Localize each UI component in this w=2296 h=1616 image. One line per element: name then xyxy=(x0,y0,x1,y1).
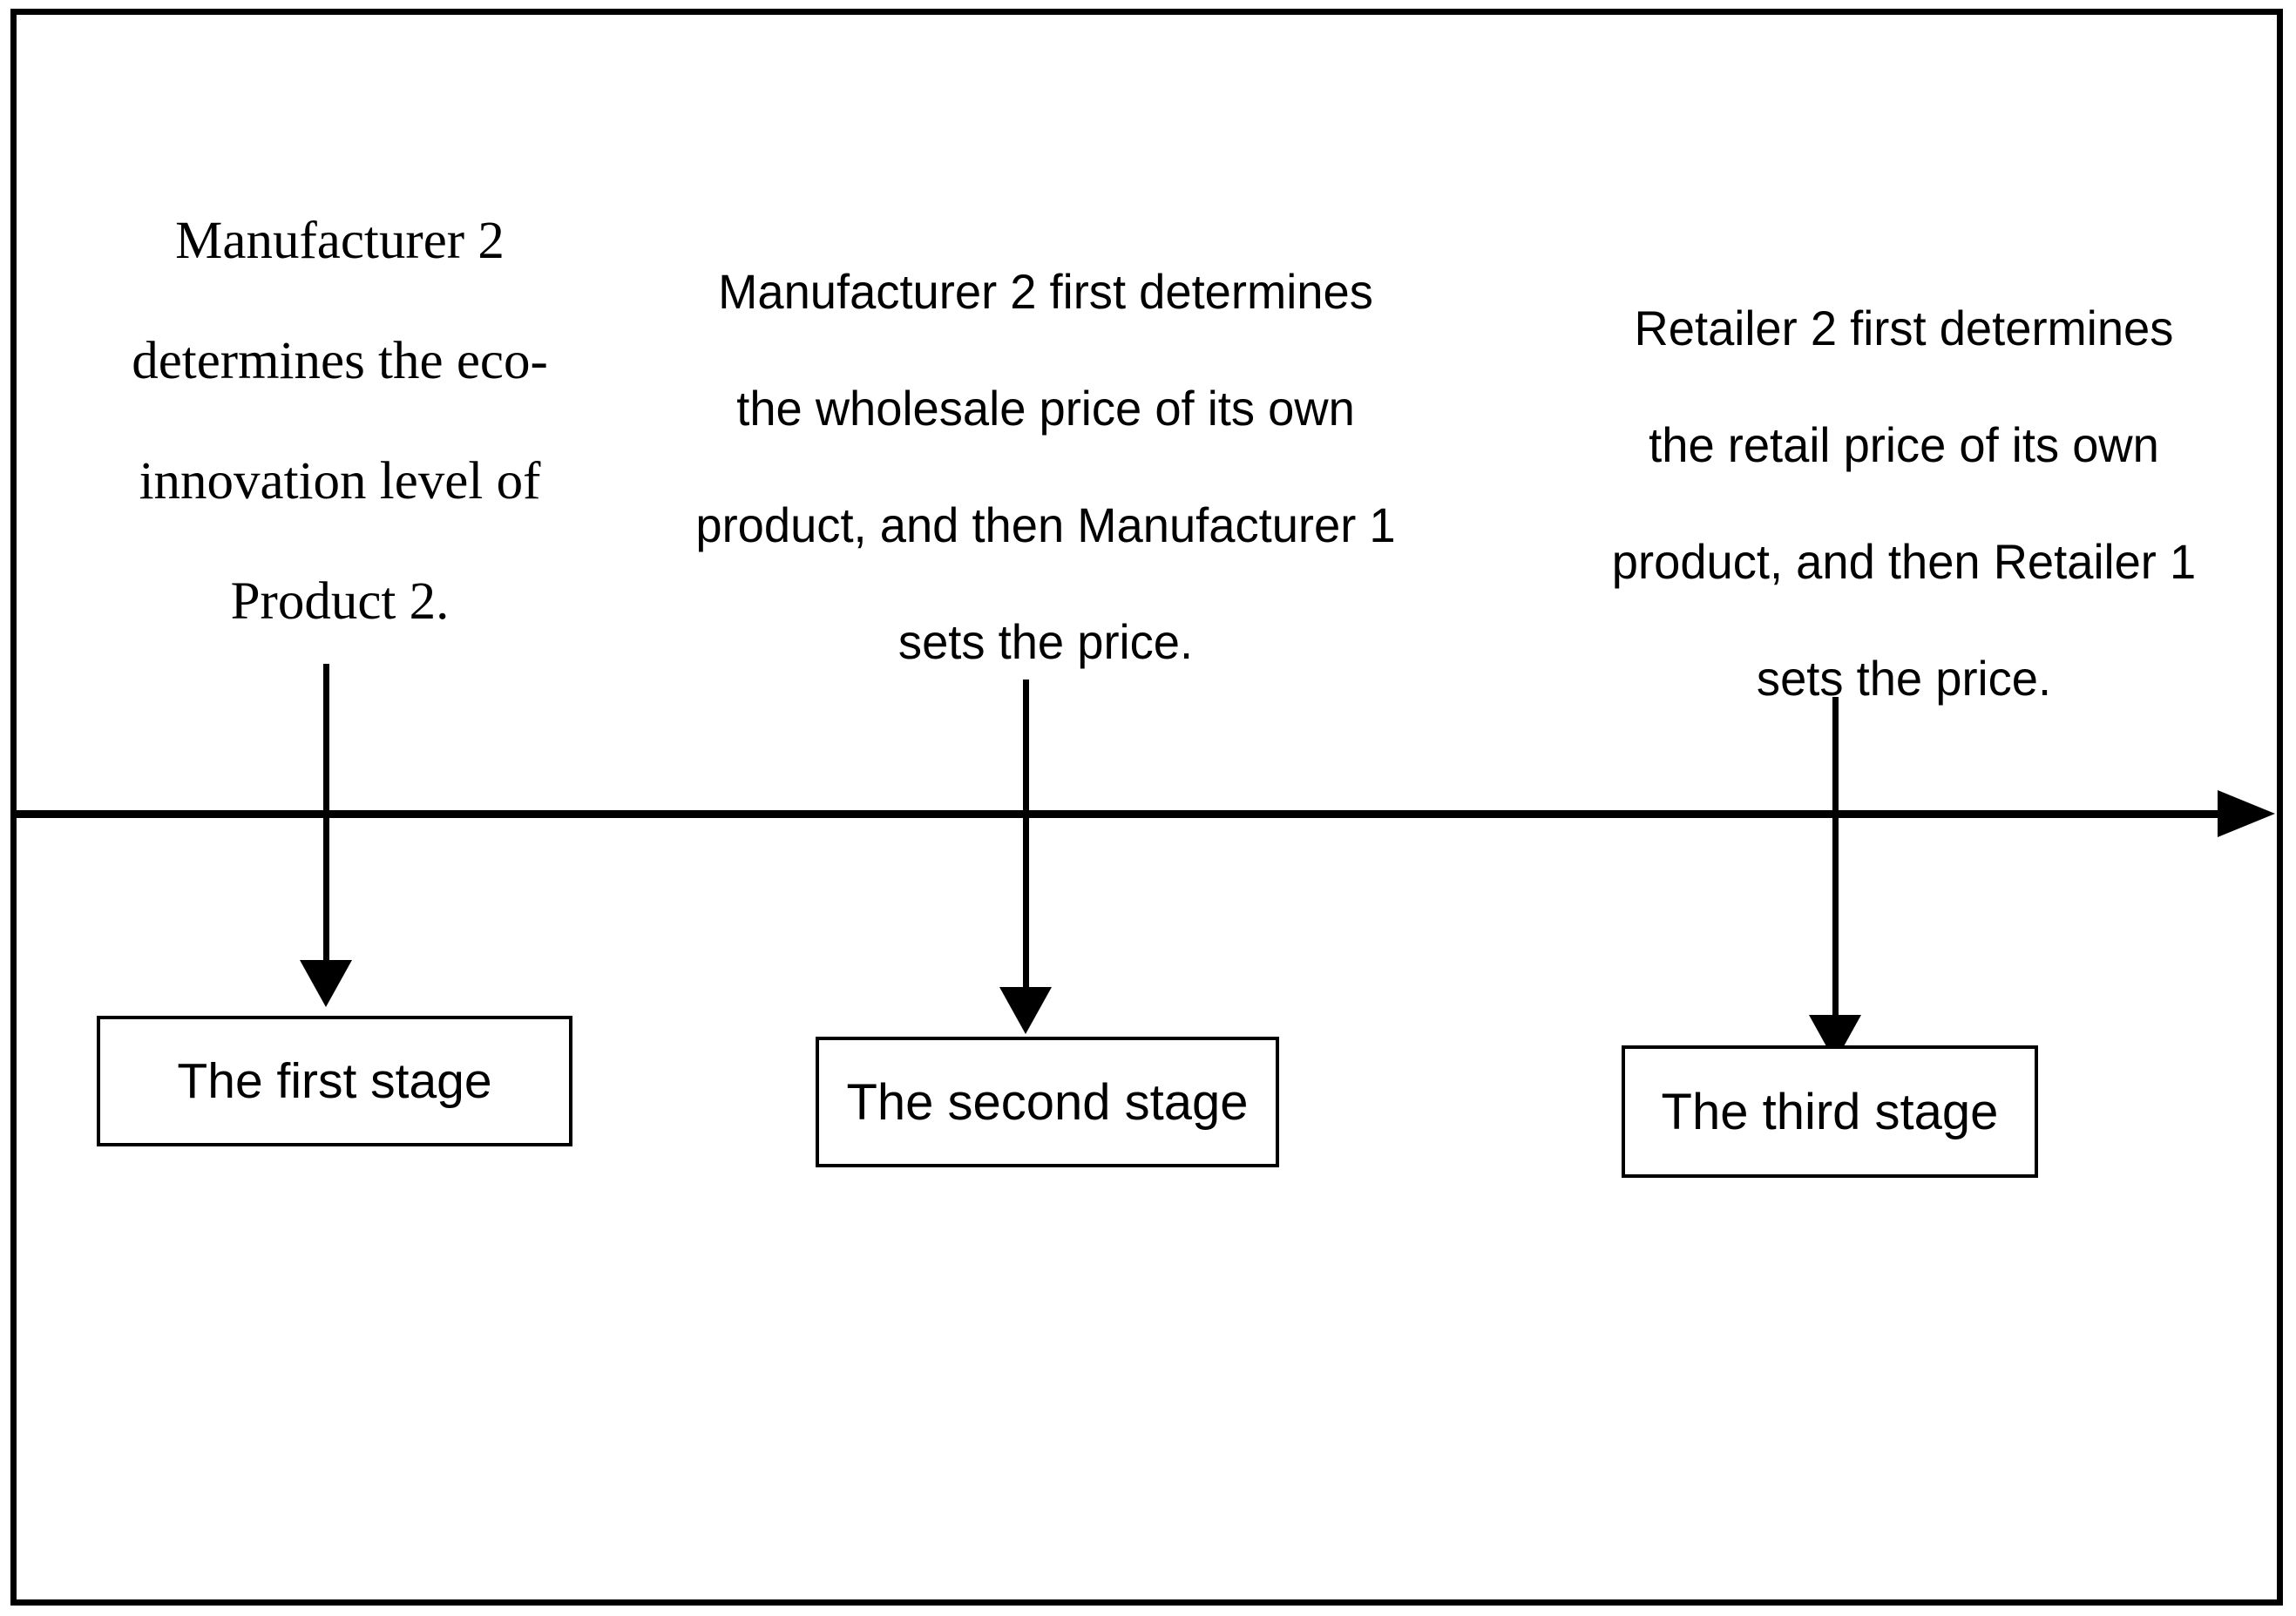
stage-2-description: Manufacturer 2 first determines the whol… xyxy=(614,233,1476,700)
stage-1-description-line-1: Manufacturer 2 xyxy=(175,212,505,270)
stage-1-description-line-2: determines the eco- xyxy=(132,332,548,390)
timeline-arrow-right-icon xyxy=(2218,790,2275,837)
stage-box-second: The second stage xyxy=(816,1037,1279,1167)
stage-3-description-line-1: Retailer 2 first determines xyxy=(1634,301,2174,355)
stage-box-first: The first stage xyxy=(97,1016,572,1146)
stage-1-arrow-shaft xyxy=(323,664,329,964)
stage-2-description-line-1: Manufacturer 2 first determines xyxy=(718,264,1373,319)
stage-box-third-label: The third stage xyxy=(1661,1083,1999,1140)
stage-3-arrow-shaft xyxy=(1832,697,1839,1019)
stage-2-description-line-4: sets the price. xyxy=(897,614,1194,669)
stage-box-first-label: The first stage xyxy=(177,1053,492,1109)
stage-box-third: The third stage xyxy=(1622,1045,2038,1178)
stage-3-description-line-3: product, and then Retailer 1 xyxy=(1611,534,2197,589)
stage-3-description-line-2: the retail price of its own xyxy=(1649,417,2159,472)
stage-1-description: Manufacturer 2 determines the eco- innov… xyxy=(61,181,619,662)
diagram-frame-border xyxy=(10,9,2283,1606)
stage-3-description-line-4: sets the price. xyxy=(1756,651,2052,706)
timeline-axis-line xyxy=(17,810,2247,818)
stage-box-second-label: The second stage xyxy=(846,1073,1249,1131)
stage-2-arrow-shaft xyxy=(1023,680,1029,991)
stage-3-description: Retailer 2 first determines the retail p… xyxy=(1527,270,2279,737)
stage-2-arrow-head xyxy=(999,987,1052,1034)
stage-2-description-line-2: the wholesale price of its own xyxy=(736,381,1355,436)
stage-2-description-line-3: product, and then Manufacturer 1 xyxy=(695,497,1396,552)
stage-1-description-line-4: Product 2. xyxy=(230,572,450,631)
stage-1-description-line-3: innovation level of xyxy=(139,452,541,510)
stage-1-arrow-head xyxy=(300,960,352,1007)
